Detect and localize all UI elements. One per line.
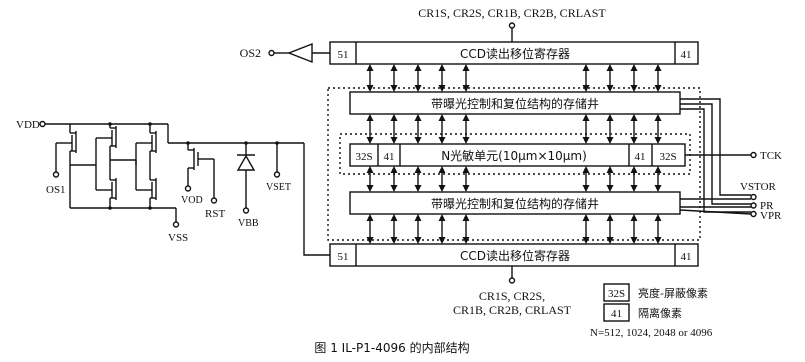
rst-label: RST (205, 208, 225, 220)
pr-label: PR (760, 200, 774, 212)
top-register-left-cell: 51 (338, 49, 349, 61)
bottom-clock-label-line2: CR1B, CR2B, CRLAST (453, 303, 572, 317)
vstor-label: VSTOR (740, 181, 777, 193)
bottom-register-label: CCD读出移位寄存器 (460, 248, 570, 263)
vod-pin (184, 185, 192, 192)
transfer-arrows (366, 64, 662, 244)
figure-caption: 图 1 IL-P1-4096 的内部结构 (314, 340, 469, 355)
vbb-pin (242, 207, 250, 214)
top-register-right-cell: 41 (681, 49, 692, 61)
sensor-dotted-region (339, 133, 691, 175)
outer-dotted-boundary (327, 87, 701, 241)
bottom-register-left-cell: 51 (338, 251, 349, 263)
bottom-clock-pin (508, 277, 516, 284)
vdd-label: VDD (16, 119, 40, 131)
rst-pin (210, 197, 218, 204)
os2-amplifier-icon (287, 42, 313, 64)
legend-box-41 (603, 303, 630, 322)
bottom-clock-label-line1: CR1S, CR2S, (479, 289, 545, 303)
tck-label: TCK (760, 150, 782, 162)
vset-label: VSET (266, 182, 291, 193)
legend-note: N=512, 1024, 2048 or 4096 (590, 327, 713, 339)
top-clock-pin (508, 22, 516, 29)
bottom-storage-label: 带曝光控制和复位结构的存储井 (431, 196, 599, 211)
legend-code-32s: 32S (608, 288, 625, 300)
sensor-right-inner: 41 (635, 151, 646, 163)
top-register-label: CCD读出移位寄存器 (460, 46, 570, 61)
vstor-pin (750, 193, 757, 201)
top-clock-label: CR1S, CR2S, CR1B, CR2B, CRLAST (418, 6, 606, 20)
bottom-register-right-cell: 41 (681, 251, 692, 263)
legend-desc-32s: 亮度-屏蔽像素 (638, 286, 708, 300)
vbb-label: VBB (238, 218, 259, 229)
output-transistor-circuit (39, 120, 330, 256)
sensor-label: N光敏单元(10μm×10μm) (441, 148, 587, 163)
tck-pin (750, 151, 757, 159)
os1-label: OS1 (46, 184, 66, 196)
vpr-label: VPR (760, 210, 782, 222)
bottom-storage-well (349, 191, 681, 215)
vss-label: VSS (168, 232, 188, 244)
vss-pin (172, 221, 180, 228)
os2-pin (268, 49, 275, 57)
legend-box-32s (603, 283, 630, 302)
pr-pin (750, 202, 757, 209)
sensor-left-outer: 32S (355, 151, 372, 163)
os1-pin (52, 171, 60, 178)
top-storage-well (349, 91, 681, 115)
sensor-left-inner: 41 (384, 151, 395, 163)
vpr-pin (750, 210, 757, 218)
legend-code-41: 41 (611, 308, 622, 320)
top-storage-label: 带曝光控制和复位结构的存储井 (431, 96, 599, 111)
vdd-pin (39, 120, 46, 128)
legend-desc-41: 隔离像素 (638, 306, 682, 320)
diode-icon (236, 154, 256, 171)
sensor-right-outer: 32S (659, 151, 676, 163)
vset-pin (273, 171, 281, 178)
os2-label: OS2 (240, 46, 261, 60)
vod-label: VOD (181, 195, 203, 206)
